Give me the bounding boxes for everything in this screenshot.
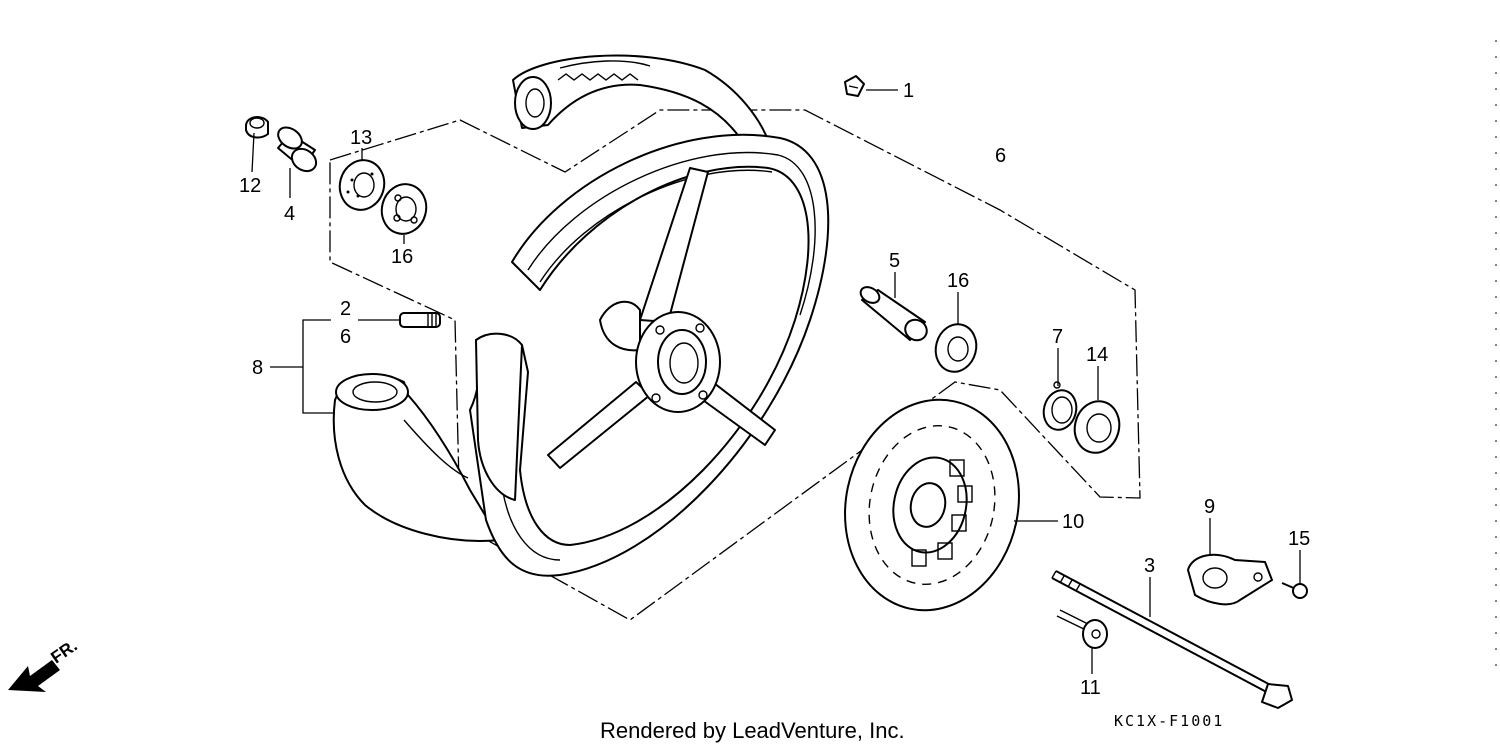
bearing-16-left xyxy=(380,183,428,235)
brake-disc xyxy=(844,398,1020,612)
direction-arrow-icon xyxy=(8,660,60,692)
callout-2: 2 xyxy=(340,298,351,320)
callout-6-top: 6 xyxy=(995,145,1006,167)
callout-13: 13 xyxy=(350,127,372,149)
callout-1: 1 xyxy=(903,80,914,102)
tire-lower-section xyxy=(332,373,501,542)
wheel-rim xyxy=(469,133,830,577)
assembly-group-outline xyxy=(329,109,1141,621)
wheel-hub-and-spokes xyxy=(547,167,776,469)
render-credit: Rendered by LeadVenture, Inc. xyxy=(600,718,905,743)
callout-labels: 1 12 4 13 16 2 6 8 6 5 16 7 14 10 9 15 3… xyxy=(239,80,1310,699)
callout-14: 14 xyxy=(1086,344,1108,366)
bearing-16-right xyxy=(934,323,978,373)
callout-10: 10 xyxy=(1062,511,1084,533)
diagram-code: KC1X-F1001 xyxy=(1114,712,1224,730)
callout-11: 11 xyxy=(1080,677,1101,699)
circlip xyxy=(1042,381,1078,431)
clip-nut xyxy=(844,75,865,97)
callout-16-left: 16 xyxy=(391,246,413,268)
callout-5: 5 xyxy=(889,250,900,272)
callout-3: 3 xyxy=(1144,555,1155,577)
callout-7: 7 xyxy=(1052,326,1063,348)
screw-15 xyxy=(1281,582,1308,599)
callout-15: 15 xyxy=(1288,528,1310,550)
callout-8: 8 xyxy=(252,357,263,379)
dust-seal xyxy=(1073,400,1121,454)
speedometer-gearbox xyxy=(1187,553,1273,606)
leader-lines xyxy=(251,89,1301,674)
tire-upper-section xyxy=(512,54,769,141)
callout-6-side: 6 xyxy=(340,326,351,348)
callout-12: 12 xyxy=(239,175,261,197)
axle-nut xyxy=(245,116,269,139)
front-direction-marker: FR. xyxy=(8,636,81,692)
distance-collar xyxy=(859,286,928,342)
side-collar xyxy=(277,126,318,173)
front-axle xyxy=(1051,570,1293,709)
callout-4: 4 xyxy=(284,203,295,225)
disc-bolt xyxy=(1056,609,1108,649)
callout-16-right: 16 xyxy=(947,270,969,292)
bearing-13 xyxy=(338,159,386,211)
callout-9: 9 xyxy=(1204,496,1215,518)
air-valve xyxy=(399,312,441,328)
